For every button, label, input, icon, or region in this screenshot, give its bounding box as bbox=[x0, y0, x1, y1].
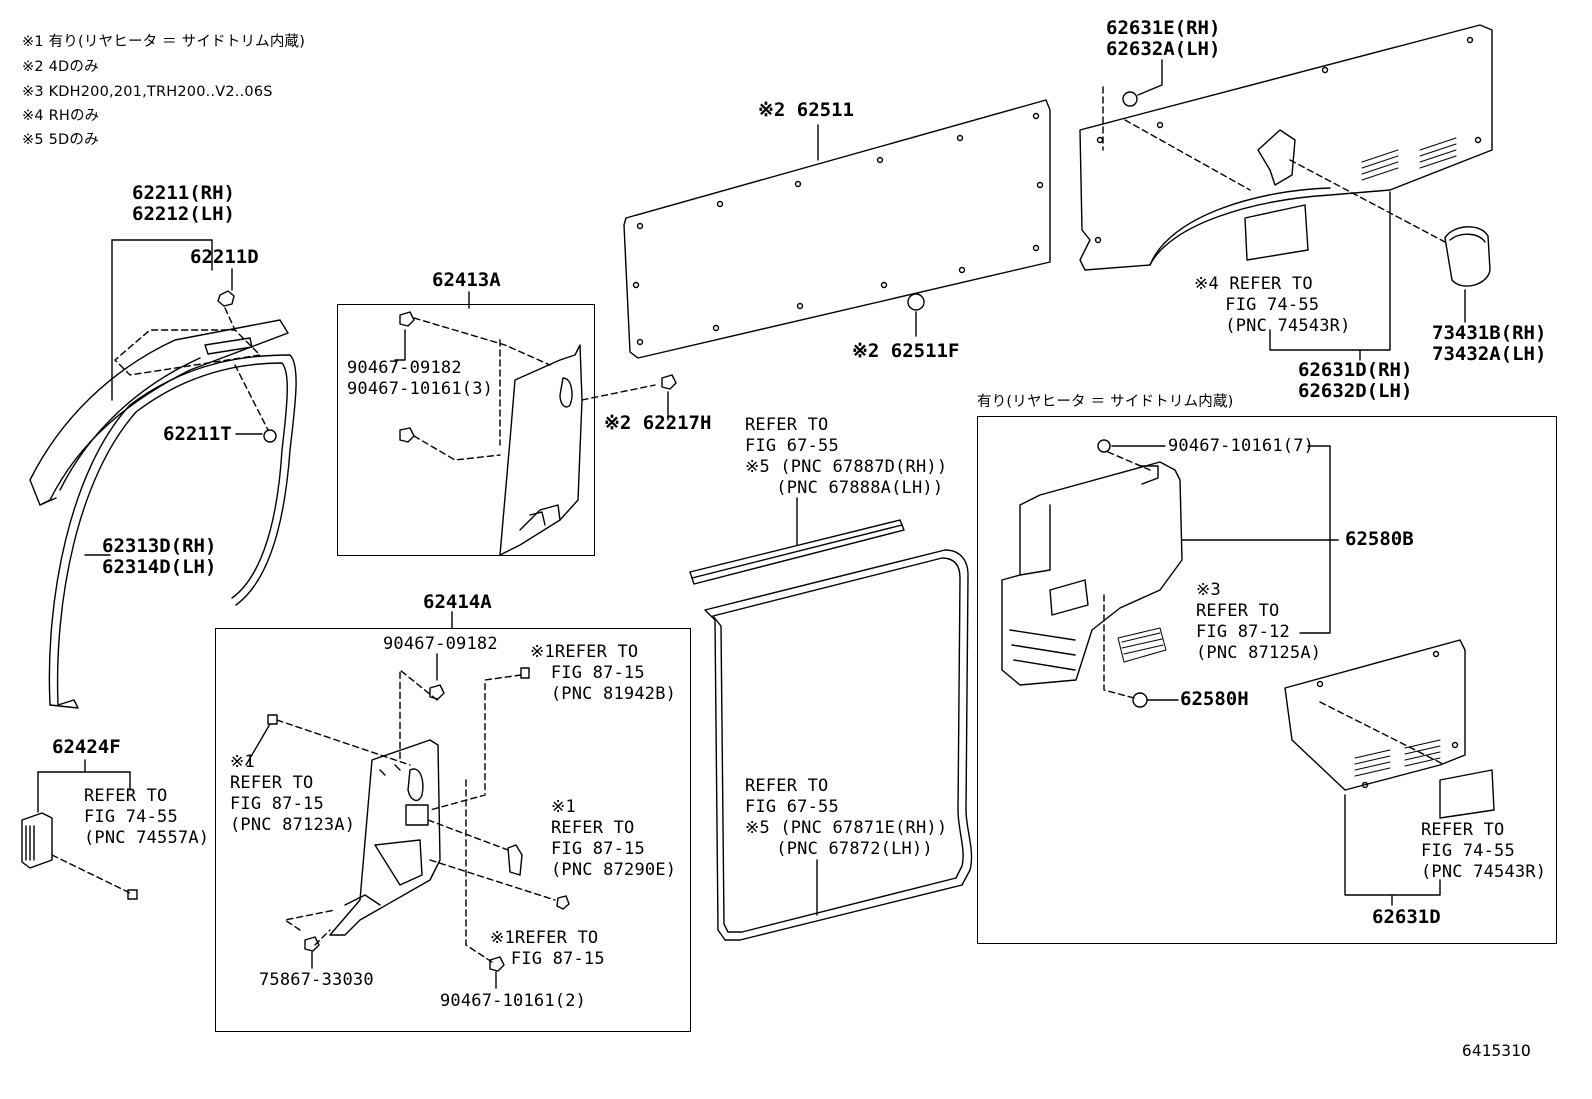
leader-62631E bbox=[1137, 59, 1163, 96]
group-box-62414A bbox=[215, 628, 691, 1032]
figure-id: 641531O bbox=[1462, 1041, 1531, 1060]
label-clip-414-bot[interactable]: 90467-10161(2) bbox=[440, 991, 587, 1011]
ref-81942B[interactable]: ※1REFER TO FIG 87-15 (PNC 81942B) bbox=[530, 642, 677, 704]
clip-62211D bbox=[217, 290, 235, 307]
label-62217H[interactable]: ※2 62217H bbox=[604, 412, 712, 434]
leader-62631D bbox=[1269, 191, 1391, 361]
dash-62631D bbox=[1102, 86, 1446, 243]
panel-62413A bbox=[499, 344, 583, 556]
label-62511[interactable]: ※2 62511 bbox=[758, 99, 854, 121]
ref-74557A[interactable]: REFER TO FIG 74-55 (PNC 74557A) bbox=[84, 786, 210, 848]
label-62631E[interactable]: 62631E(RH) 62632A(LH) bbox=[1106, 17, 1221, 60]
leader-62211 bbox=[111, 239, 263, 435]
label-75867[interactable]: 75867-33030 bbox=[259, 970, 374, 990]
label-62313D[interactable]: 62313D(RH) 62314D(LH) bbox=[102, 535, 217, 578]
dash-62211 bbox=[114, 307, 269, 431]
leader-62631D-lower bbox=[1344, 794, 1441, 906]
panel-62414A bbox=[329, 739, 441, 936]
dash-62580B bbox=[1103, 451, 1151, 699]
label-62424F[interactable]: 62424F bbox=[52, 736, 121, 758]
note-2: ※2 4Dのみ bbox=[22, 59, 99, 75]
ref-87123A[interactable]: ※1 REFER TO FIG 87-15 (PNC 87123A) bbox=[230, 752, 356, 835]
leader-62580B bbox=[1111, 445, 1339, 634]
clip-62211T bbox=[263, 429, 277, 443]
quarter-panel-62511 bbox=[623, 99, 1051, 359]
dash-62414A bbox=[276, 669, 556, 963]
label-62580B[interactable]: 62580B bbox=[1345, 528, 1414, 550]
weatherstrip-67887D bbox=[689, 519, 905, 585]
note-5: ※5 5Dのみ bbox=[22, 132, 99, 148]
weatherstrip-62313D bbox=[48, 354, 297, 709]
note-3: ※3 KDH200,201,TRH200..V2..06S bbox=[22, 84, 273, 100]
pillar-garnish-62211 bbox=[29, 319, 289, 506]
label-62211[interactable]: 62211(RH) 62212(LH) bbox=[132, 182, 235, 225]
trim-62631D-lower bbox=[1284, 639, 1495, 819]
label-clip-580[interactable]: 90467-10161(7) bbox=[1168, 436, 1315, 456]
ref-87290E[interactable]: ※1 REFER TO FIG 87-15 (PNC 87290E) bbox=[551, 797, 677, 880]
label-73431B[interactable]: 73431B(RH) 73432A(LH) bbox=[1432, 322, 1547, 365]
clips-62413A bbox=[399, 311, 415, 443]
dash-62424F bbox=[51, 854, 131, 894]
ref-74543R-b[interactable]: REFER TO FIG 74-55 (PNC 74543R) bbox=[1421, 820, 1547, 882]
ref-74543R-a[interactable]: ※4 REFER TO FIG 74-55 (PNC 74543R) bbox=[1194, 274, 1351, 336]
label-clip-414-top[interactable]: 90467-09182 bbox=[383, 634, 498, 654]
label-62631D-lower[interactable]: 62631D bbox=[1372, 906, 1441, 928]
label-62211T[interactable]: 62211T bbox=[163, 423, 232, 445]
label-62413A[interactable]: 62413A bbox=[432, 269, 501, 291]
note-1: ※1 有り(リヤヒータ ＝ サイドトリム内蔵) bbox=[22, 34, 306, 50]
leader-clips-413 bbox=[394, 329, 406, 361]
cap-73431B bbox=[1444, 226, 1491, 287]
dash-62631D-lower bbox=[1319, 701, 1446, 766]
cover-62424F bbox=[21, 812, 138, 900]
group-box-rear-heater bbox=[977, 416, 1557, 944]
label-62211D[interactable]: 62211D bbox=[190, 246, 259, 268]
label-62631D[interactable]: 62631D(RH) 62632D(LH) bbox=[1298, 359, 1413, 402]
leader-87123A bbox=[245, 723, 271, 766]
clips-62414A bbox=[267, 667, 570, 972]
label-clips-62413A[interactable]: 90467-09182 90467-10161(3) bbox=[347, 358, 494, 399]
ref-67871E[interactable]: REFER TO FIG 67-55 ※5 (PNC 67871E(RH)) (… bbox=[745, 776, 948, 859]
ref-8715-b[interactable]: ※1REFER TO FIG 87-15 bbox=[490, 928, 605, 969]
ref-87125A[interactable]: ※3 REFER TO FIG 87-12 (PNC 87125A) bbox=[1196, 580, 1322, 663]
side-trim-62631D bbox=[1079, 24, 1493, 271]
label-62414A[interactable]: 62414A bbox=[423, 591, 492, 613]
label-62580H[interactable]: 62580H bbox=[1180, 688, 1249, 710]
note-4: ※4 RHのみ bbox=[22, 108, 100, 124]
group-box-62413A bbox=[337, 304, 595, 556]
ref-67887D[interactable]: REFER TO FIG 67-55 ※5 (PNC 67887D(RH)) (… bbox=[745, 415, 948, 498]
clip-62217H bbox=[661, 374, 677, 390]
group-caption: 有り(リヤヒータ ＝ サイドトリム内蔵) bbox=[977, 394, 1234, 410]
weatherstrip-67871E bbox=[704, 549, 973, 941]
trim-62580B bbox=[1001, 439, 1183, 708]
leader-62424F bbox=[37, 759, 131, 813]
label-62511F[interactable]: ※2 62511F bbox=[852, 340, 960, 362]
